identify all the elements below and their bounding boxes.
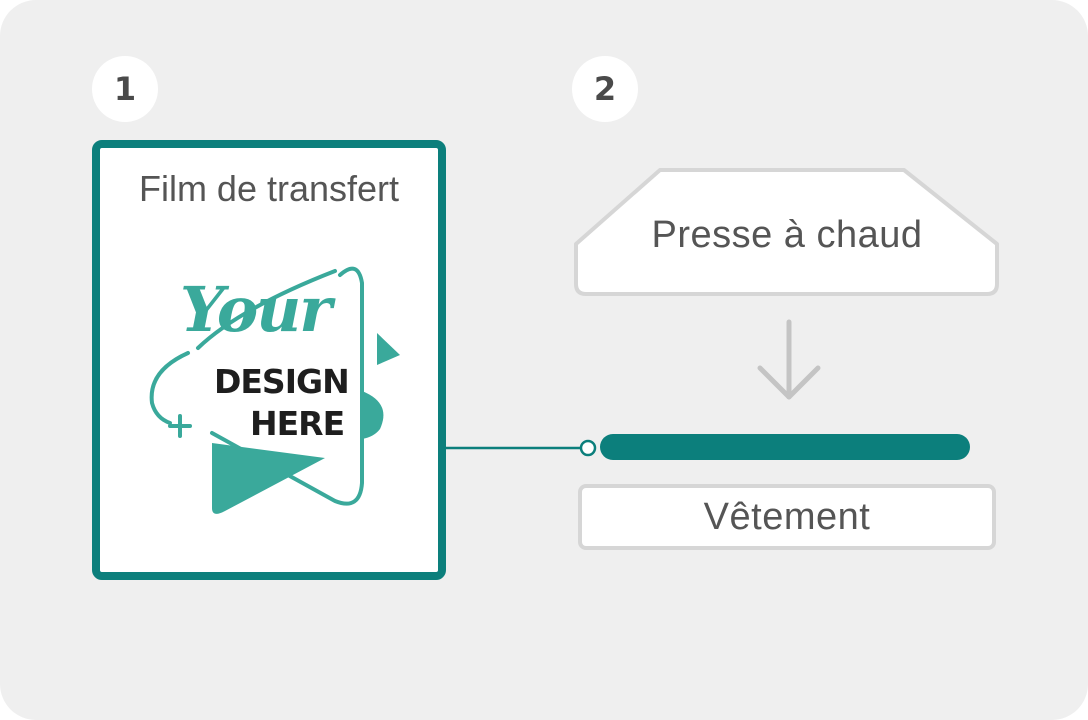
logo-text-your: Your (180, 273, 336, 346)
step-badge-2: 2 (572, 56, 638, 122)
logo-left-arc (149, 351, 190, 425)
design-logo: Your DESIGN HERE (149, 266, 400, 514)
logo-text-here: HERE (250, 404, 344, 443)
heat-press-shape (574, 168, 999, 296)
transfer-film-panel: Film de transfert Your DESIGN HERE (92, 140, 446, 580)
logo-text-design: DESIGN (214, 362, 349, 401)
heat-press-label: Presse à chaud (651, 214, 923, 256)
transfer-film-strip (600, 434, 970, 460)
film-label: Film de transfert (138, 168, 400, 209)
plus-icon (168, 414, 192, 438)
logo-small-triangle (377, 333, 400, 365)
logo-triangle-outline (210, 266, 364, 506)
logo-top-stroke (196, 269, 337, 350)
garment-box: Vêtement (578, 484, 996, 550)
play-triangle-icon (212, 443, 325, 514)
step-badge-1: 1 (92, 56, 158, 122)
connector-dot (579, 439, 597, 457)
logo-half-circle (362, 391, 384, 439)
arrow-down-icon (757, 319, 821, 400)
garment-label: Vêtement (703, 496, 871, 538)
